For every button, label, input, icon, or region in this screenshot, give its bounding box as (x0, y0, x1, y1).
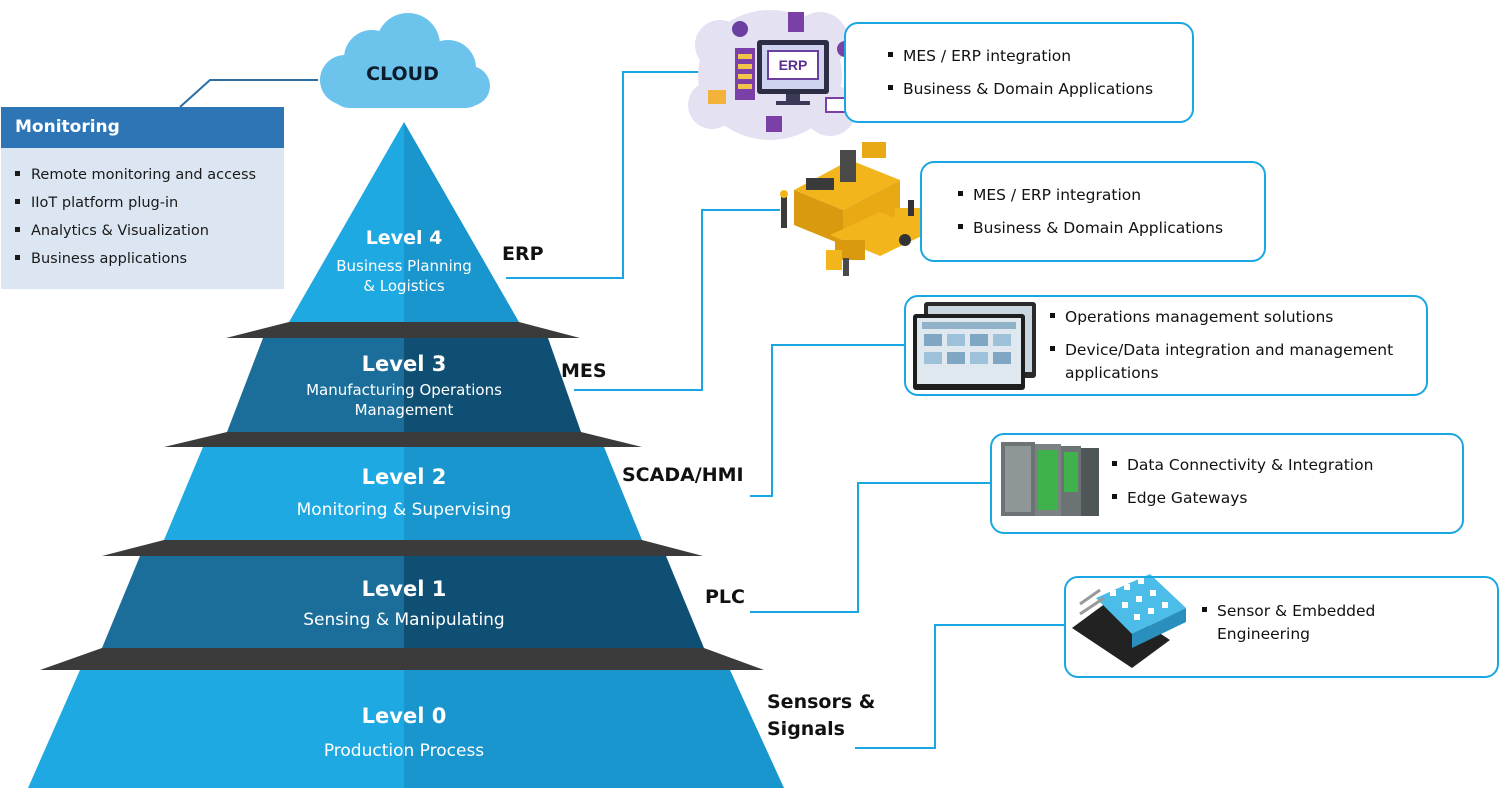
bullet-icon (958, 224, 963, 229)
pyramid-gap-1 (40, 648, 764, 670)
plc-box: Data Connectivity & Integration Edge Gat… (990, 433, 1464, 534)
erp-screen-label: ERP (778, 57, 808, 73)
scada-box: Operations management solutions Device/D… (904, 295, 1428, 396)
list-item: Business & Domain Applications (958, 212, 1223, 245)
list-item: Business & Domain Applications (888, 73, 1153, 106)
level-4-title: Level 4 (365, 227, 443, 249)
level-0-subtitle: Production Process (323, 741, 485, 761)
level-4-subtitle: Business Planning & Logistics (336, 257, 472, 295)
plc-connector (750, 482, 990, 613)
monitoring-item: Analytics & Visualization (15, 217, 256, 245)
factory-illustration (780, 142, 935, 276)
sensor-module-illustration (1072, 574, 1186, 668)
bullet-icon (1050, 313, 1055, 318)
mes-box: MES / ERP integration Business & Domain … (920, 161, 1266, 262)
pyramid-level-0-left (28, 670, 404, 788)
monitoring-item: IIoT platform plug-in (15, 189, 256, 217)
hmi-panels-illustration (913, 302, 1036, 390)
bullet-icon (15, 226, 20, 232)
list-item: Data Connectivity & Integration (1112, 449, 1373, 482)
bullet-icon (888, 85, 893, 90)
pyramid-level-3-right (404, 338, 581, 432)
cloud-shape (320, 13, 490, 108)
pyramid-level-3-left (227, 338, 404, 432)
pyramid-gap-3 (164, 432, 642, 447)
monitoring-header: Monitoring (1, 107, 284, 148)
bullet-icon (1112, 494, 1117, 499)
erp-illustration (688, 10, 856, 140)
plc-modules-illustration (1001, 442, 1099, 516)
bullet-icon (15, 198, 20, 204)
level-1-title: Level 1 (361, 577, 447, 601)
bullet-icon (1202, 607, 1207, 612)
bullet-icon (15, 254, 20, 260)
list-item: MES / ERP integration (958, 179, 1223, 212)
pyramid-level-0-right (404, 670, 784, 788)
level-2-subtitle: Monitoring & Supervising (296, 500, 512, 520)
list-item: Operations management solutions (1050, 306, 1420, 329)
pyramid-level-1-left (102, 556, 404, 648)
scada-box-list: Operations management solutions Device/D… (1050, 306, 1420, 395)
erp-box-list: MES / ERP integration Business & Domain … (888, 40, 1153, 106)
plc-box-list: Data Connectivity & Integration Edge Gat… (1112, 449, 1373, 515)
bullet-icon (15, 170, 20, 176)
level-2-title: Level 2 (361, 465, 447, 489)
pyramid-level-4-right (404, 122, 519, 322)
mes-box-list: MES / ERP integration Business & Domain … (958, 179, 1223, 245)
pyramid-level-4-left (289, 122, 404, 322)
monitoring-title: Monitoring (15, 117, 120, 137)
mes-connector (574, 209, 780, 391)
erp-box: MES / ERP integration Business & Domain … (844, 22, 1194, 123)
level-3-title: Level 3 (361, 352, 447, 376)
monitoring-connector (179, 79, 318, 108)
monitoring-panel: Monitoring Remote monitoring and access … (1, 107, 284, 289)
pyramid-level-2-right (404, 447, 642, 540)
bullet-icon (958, 191, 963, 196)
pyramid-gap-2 (102, 540, 703, 556)
monitoring-list: Remote monitoring and access IIoT platfo… (15, 161, 256, 273)
monitoring-item: Business applications (15, 245, 256, 273)
scada-connector (750, 344, 904, 497)
bullet-icon (888, 52, 893, 57)
list-item: Edge Gateways (1112, 482, 1373, 515)
mes-side-label: MES (561, 360, 607, 382)
bullet-icon (1050, 346, 1055, 351)
erp-side-label: ERP (502, 243, 544, 265)
list-item: MES / ERP integration (888, 40, 1153, 73)
cloud-label: CLOUD (366, 63, 439, 85)
erp-connector (506, 71, 700, 279)
plc-side-label: PLC (705, 586, 745, 608)
pyramid-level-1-right (404, 556, 704, 648)
sensors-connector (855, 624, 1064, 749)
sensors-side-label: Sensors & Signals (767, 691, 876, 740)
pyramid-gap-4 (226, 322, 580, 338)
level-3-subtitle: Manufacturing Operations Management (306, 381, 502, 419)
level-0-title: Level 0 (361, 704, 447, 728)
level-1-subtitle: Sensing & Manipulating (303, 610, 505, 630)
pyramid-level-2-left (164, 447, 404, 540)
scada-side-label: SCADA/HMI (622, 464, 744, 486)
bullet-icon (1112, 461, 1117, 466)
monitoring-item: Remote monitoring and access (15, 161, 256, 189)
